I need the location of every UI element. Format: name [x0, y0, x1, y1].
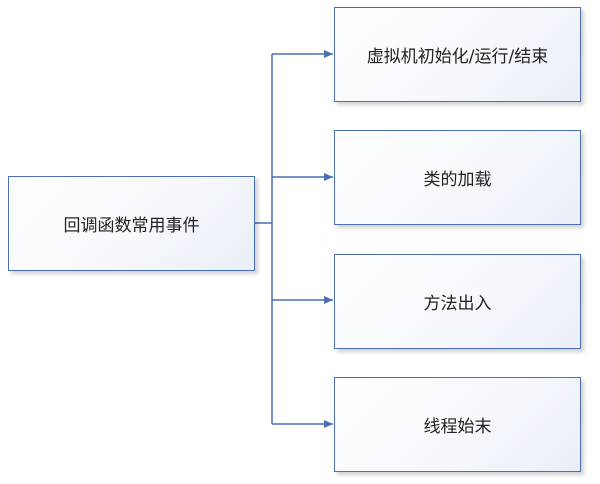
child-node-method-entry-exit: 方法出入: [334, 254, 581, 349]
child-node-label: 类的加载: [423, 170, 492, 190]
root-node-label: 回调函数常用事件: [63, 216, 200, 236]
root-node: 回调函数常用事件: [8, 176, 255, 271]
child-node-vm-lifecycle: 虚拟机初始化/运行/结束: [334, 7, 581, 102]
child-node-thread-start-end: 线程始末: [334, 377, 581, 472]
child-node-label: 方法出入: [423, 294, 492, 314]
child-node-label: 虚拟机初始化/运行/结束: [366, 47, 549, 67]
child-node-label: 线程始末: [423, 417, 492, 437]
child-node-class-loading: 类的加载: [334, 130, 581, 225]
